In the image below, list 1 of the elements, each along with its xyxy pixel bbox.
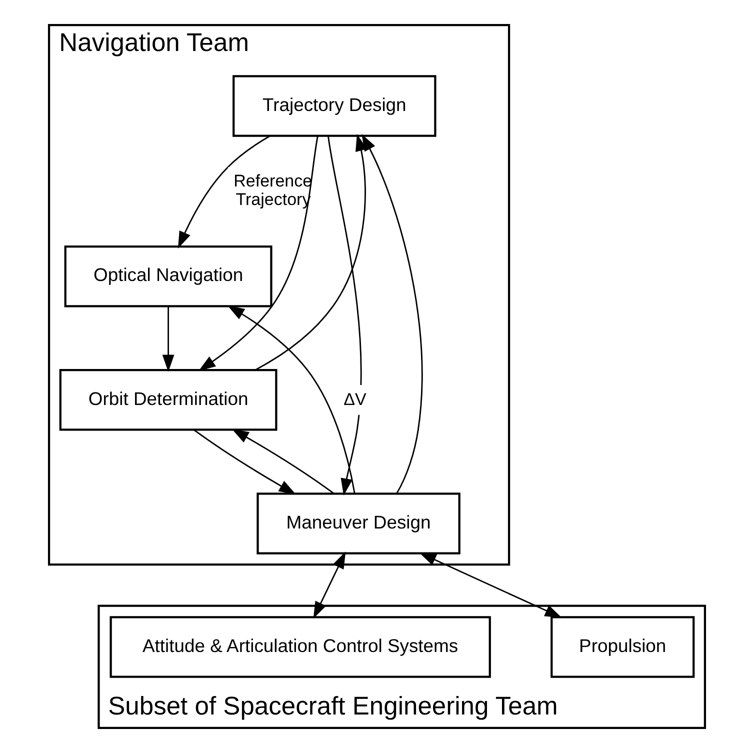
edge-label: ΔV bbox=[343, 390, 366, 410]
